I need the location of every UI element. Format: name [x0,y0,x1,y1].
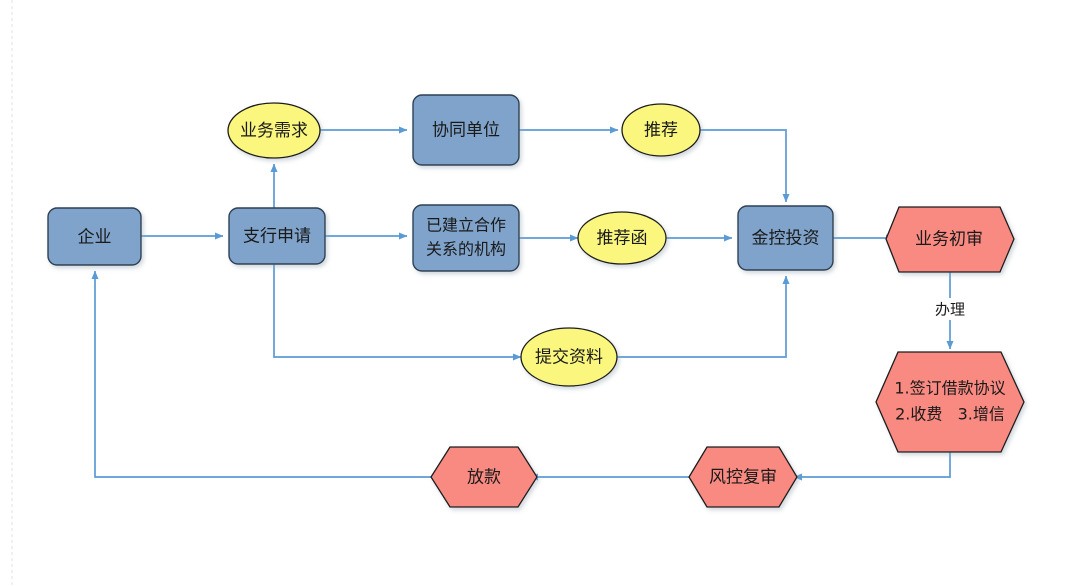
node-fengkongfushen-label: 风控复审 [709,468,777,488]
node-yewuxuqiu-label: 业务需求 [240,121,308,141]
node-qiye-shape[interactable] [47,207,142,266]
node-yewuchushen-shape[interactable] [885,206,1015,273]
node-zhihangshenqing-shape[interactable] [228,207,326,265]
node-yijianli-label-line1: 已建立合作 [426,216,506,235]
node-yijianli[interactable]: 已建立合作 关系的机构 [412,204,520,272]
connector-layer [91,126,954,481]
node-qianding-shape[interactable] [875,351,1025,453]
node-qiye-label: 企业 [78,228,112,248]
node-yewuxuqiu[interactable]: 业务需求 [227,102,321,159]
node-tijiaoziliao[interactable]: 提交资料 [520,327,618,387]
node-qiye[interactable]: 企业 [47,207,142,266]
node-tuijian-label: 推荐 [644,121,678,141]
edge-zhihangshenqing-to-tijiaoziliao [273,264,522,361]
node-fengkongfushen-shape[interactable] [688,446,798,508]
node-fangkuan-label: 放款 [467,468,501,488]
node-fangkuan[interactable]: 放款 [430,446,538,508]
node-fangkuan-shape[interactable] [430,446,538,508]
node-tuijianhan-label: 推荐函 [597,229,648,249]
node-tijiaoziliao-shape[interactable] [520,327,618,387]
edge-label-banli: 办理 [925,298,975,320]
node-zhihangshenqing-label: 支行申请 [243,227,311,247]
edge-tuijian-to-jinkongtouzi [700,129,790,203]
node-qianding-label-line2: 2.收费 3.增信 [895,405,1005,424]
node-tijiaoziliao-label: 提交资料 [535,348,603,368]
edge-label-banli-text: 办理 [935,301,965,319]
node-tuijian-shape[interactable] [621,103,701,157]
edge-label-banli-backing [925,298,975,320]
node-jinkongtouzi[interactable]: 金控投资 [737,205,834,271]
edge-fangkuan-to-qiye [91,270,432,478]
node-xietongdanwei[interactable]: 协同单位 [412,94,520,166]
node-tuijianhan-shape[interactable] [577,211,667,265]
node-yijianli-shape[interactable] [412,204,520,272]
node-xietongdanwei-label: 协同单位 [432,121,500,141]
node-yijianli-label-line2: 关系的机构 [426,240,506,259]
node-tuijianhan[interactable]: 推荐函 [577,211,667,265]
node-xietongdanwei-shape[interactable] [412,94,520,166]
node-zhihangshenqing[interactable]: 支行申请 [228,207,326,265]
node-jinkongtouzi-label: 金控投资 [752,229,820,249]
node-yewuchushen[interactable]: 业务初审 [885,206,1015,273]
node-tuijian[interactable]: 推荐 [621,103,701,157]
node-qianding-label-line1: 1.签订借款协议 [894,379,1005,398]
node-jinkongtouzi-shape[interactable] [737,205,834,271]
edge-tijiaoziliao-to-jinkongtouzi [616,275,790,358]
node-fengkongfushen[interactable]: 风控复审 [688,446,798,508]
node-yewuxuqiu-shape[interactable] [227,102,321,159]
edge-qianding-to-fengkongfushen [793,452,951,481]
node-yewuchushen-label: 业务初审 [915,230,983,250]
node-qianding[interactable]: 1.签订借款协议 2.收费 3.增信 [875,351,1025,453]
